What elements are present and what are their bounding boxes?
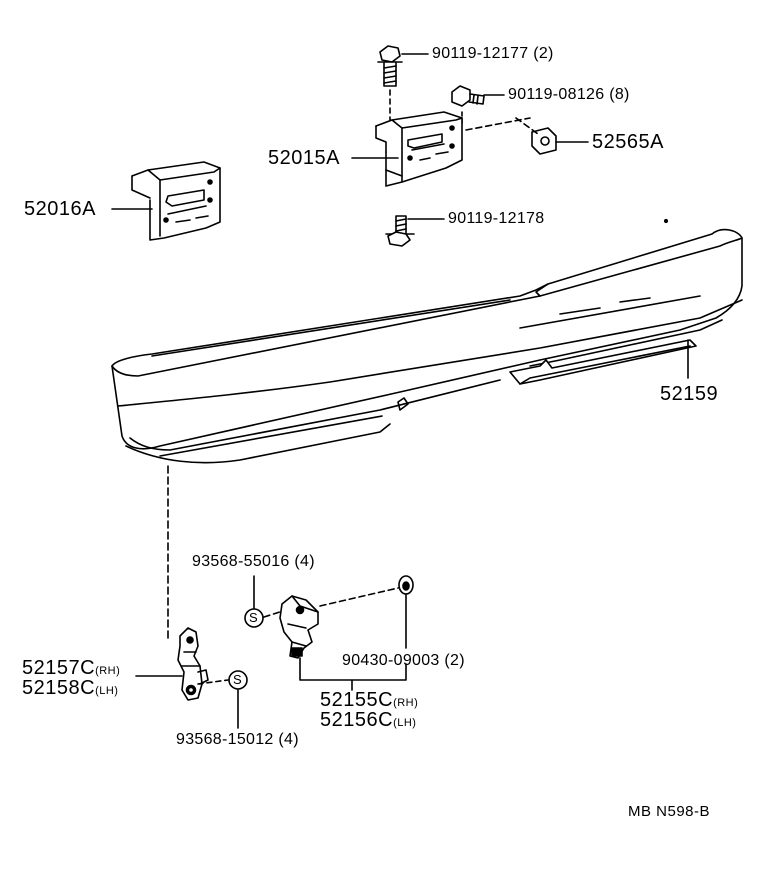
label-bolt-upper: 90119-12177 (2) bbox=[432, 45, 554, 62]
nut-illustration bbox=[531, 127, 557, 155]
screw-lower-illustration bbox=[228, 670, 248, 690]
label-nut: 52565A bbox=[592, 131, 664, 153]
label-bracket-left: 52016A bbox=[24, 198, 96, 220]
label-screw-lower: 93568-15012 (4) bbox=[176, 731, 299, 748]
diagram-code: MB N598-B bbox=[628, 803, 711, 820]
bracket-right-illustration bbox=[375, 111, 463, 187]
screw-lower-symbol: S bbox=[233, 672, 242, 687]
upper-bolt-illustration bbox=[377, 45, 403, 87]
side-retainer-illustration bbox=[279, 595, 319, 659]
leader-side-retainer bbox=[299, 657, 407, 681]
reference-dot bbox=[663, 218, 669, 224]
bracket-left-illustration bbox=[131, 161, 221, 241]
label-bumper-cover: 52159 bbox=[660, 383, 719, 405]
label-retainer-side-rh: 52155C(RH) bbox=[320, 689, 419, 711]
guide-nut bbox=[515, 117, 539, 135]
label-bracket-right: 52015A bbox=[268, 147, 340, 169]
label-retainer-rear-rh: 52157C(RH) bbox=[22, 657, 121, 679]
guide-bracket-nut bbox=[465, 117, 531, 131]
label-screw-upper: 93568-55016 (4) bbox=[192, 553, 315, 570]
label-retainer-rear-lh: 52158C(LH) bbox=[22, 677, 119, 699]
bumper-cover-illustration bbox=[111, 228, 743, 464]
clip-illustration bbox=[398, 575, 414, 595]
label-bolt-lower: 90119-12178 bbox=[448, 210, 545, 227]
screw-upper-symbol: S bbox=[249, 610, 258, 625]
side-bolt-illustration bbox=[451, 85, 485, 107]
guide-clip bbox=[319, 587, 399, 607]
screw-upper-illustration bbox=[244, 608, 264, 628]
label-bolt-side: 90119-08126 (8) bbox=[508, 86, 630, 103]
rear-retainer-illustration bbox=[177, 627, 209, 701]
lower-bolt-illustration bbox=[385, 215, 415, 247]
label-retainer-side-lh: 52156C(LH) bbox=[320, 709, 417, 731]
label-clip: 90430-09003 (2) bbox=[342, 652, 465, 669]
guide-screw-lower bbox=[197, 679, 229, 685]
